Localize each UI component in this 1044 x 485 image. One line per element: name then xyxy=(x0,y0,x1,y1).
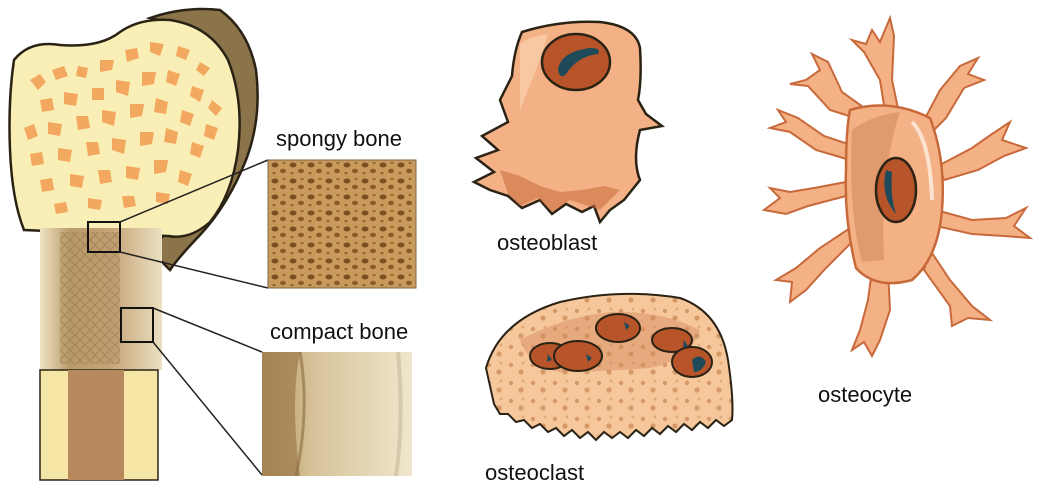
osteocyte-label: osteocyte xyxy=(818,384,912,406)
osteoblast-label: osteoblast xyxy=(497,232,597,254)
compact-bone-label: compact bone xyxy=(270,321,408,343)
osteocyte-cell xyxy=(764,18,1030,356)
osteoclast-label: osteoclast xyxy=(485,462,584,484)
spongy-bone-label: spongy bone xyxy=(276,128,402,150)
femur-illustration xyxy=(10,9,269,480)
osteoclast-cell xyxy=(486,294,733,440)
compact-bone-photo xyxy=(262,352,412,476)
osteoblast-cell xyxy=(474,22,662,222)
spongy-bone-photo xyxy=(268,160,416,288)
